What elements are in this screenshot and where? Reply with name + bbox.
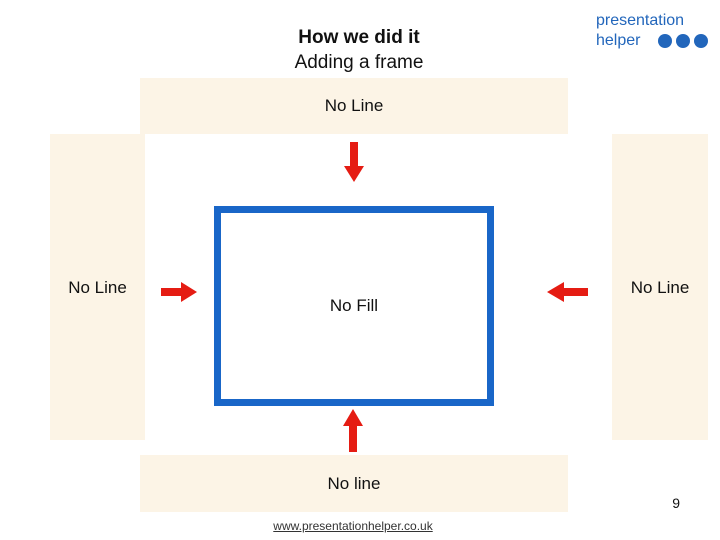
arrow-up-icon — [343, 409, 363, 452]
page-number: 9 — [672, 495, 680, 511]
logo-dot-icon — [658, 34, 672, 48]
logo-text-line1: presentation — [596, 12, 685, 29]
right-panel — [612, 134, 708, 440]
right-panel-label: No Line — [630, 278, 690, 297]
arrow-right-icon — [161, 282, 197, 302]
arrow-left-icon — [547, 282, 588, 302]
top-panel — [140, 78, 568, 134]
logo-dot-icon — [676, 34, 690, 48]
top-panel-label: No Line — [324, 96, 384, 115]
left-panel — [50, 134, 145, 440]
website-link[interactable]: www.presentationhelper.co.uk — [273, 519, 433, 533]
logo-text-line2: helper — [596, 32, 641, 49]
blue-frame — [214, 206, 494, 406]
left-panel-label: No Line — [68, 278, 127, 297]
slide-subtitle: Adding a frame — [294, 52, 424, 73]
presentation-helper-logo: presentation helper — [596, 10, 720, 58]
frame-fill-label: No Fill — [329, 296, 379, 315]
logo-dot-icon — [694, 34, 708, 48]
slide-title: How we did it — [298, 27, 420, 48]
arrow-down-icon — [344, 142, 364, 182]
bottom-panel-label: No line — [327, 474, 381, 493]
bottom-panel — [140, 455, 568, 512]
